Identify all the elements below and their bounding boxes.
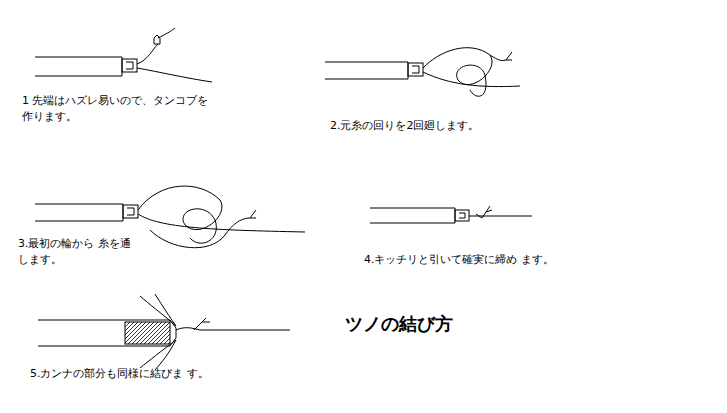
step2-figure [325, 48, 520, 97]
step-caption: 5.カンナの部分も同様に結びま す。 [30, 366, 230, 382]
diagram-title: ツノの結び方 [345, 312, 453, 336]
step-caption: 4.キッチリと引いて確実に締め ます。 [364, 252, 554, 268]
step-caption: 2.元糸の回りを2回廻します。 [330, 118, 570, 134]
step-caption: 1 先端はハズレ易いので、タンコブを 作ります。 [22, 93, 234, 125]
step1-figure [35, 28, 212, 82]
step4-figure [370, 206, 532, 223]
step-caption: 3.最初の輪から 糸を通 します。 [18, 236, 143, 268]
step5-figure [38, 294, 290, 370]
